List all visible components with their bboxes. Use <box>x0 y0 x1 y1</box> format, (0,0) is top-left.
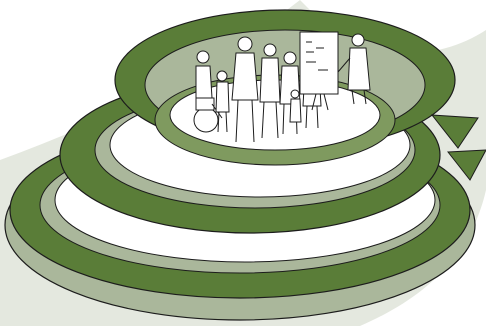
child-figure-2 <box>290 90 301 122</box>
